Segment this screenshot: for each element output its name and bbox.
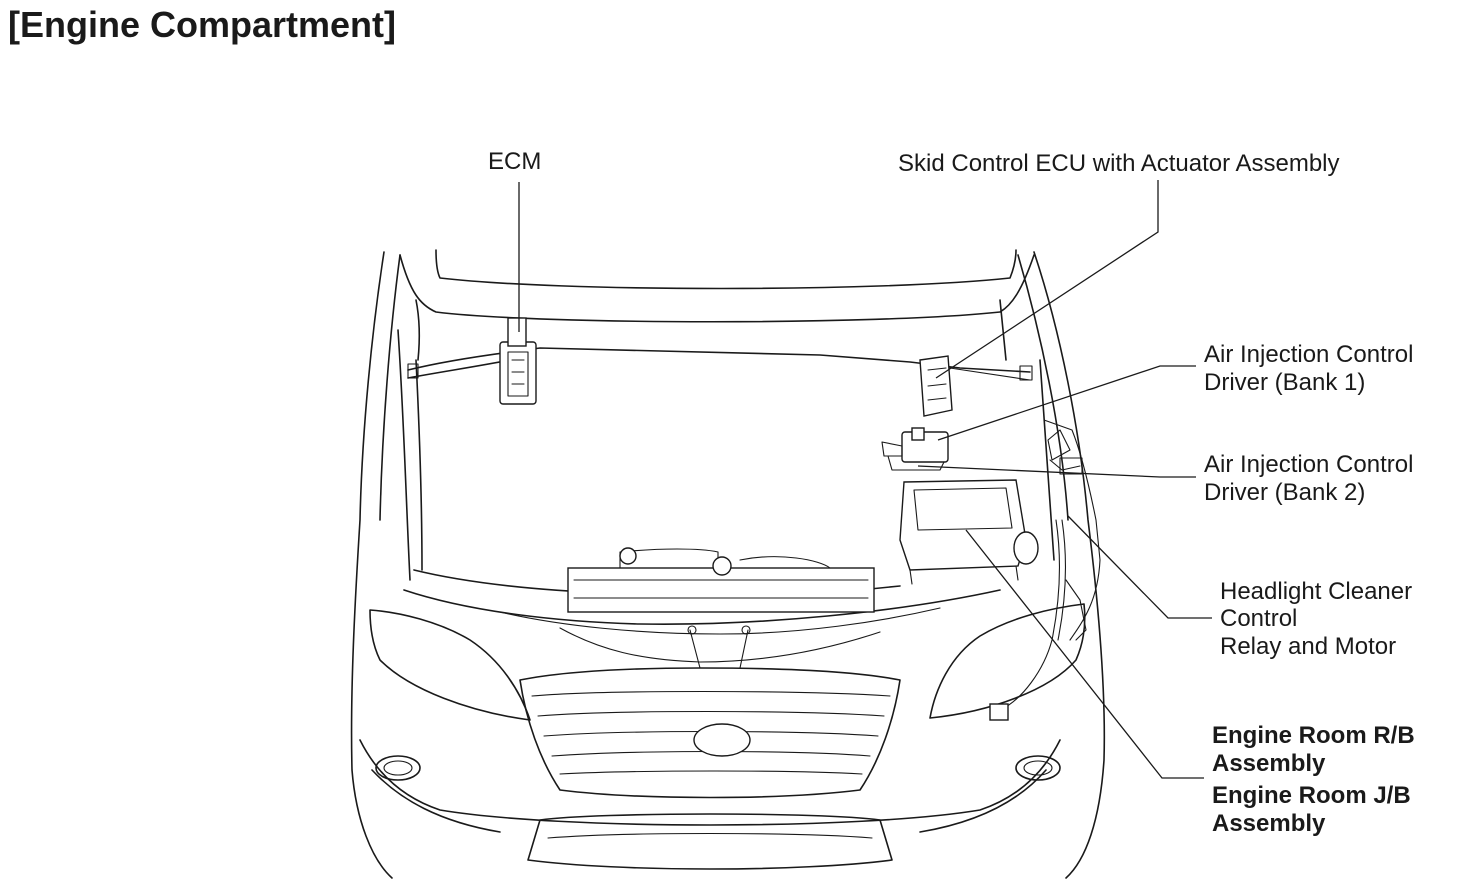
engine-room-rb-label-line1: Engine Room R/B	[1212, 722, 1415, 749]
air-injection-bank2-leader	[917, 465, 1196, 478]
vehicle-outline	[350, 249, 1106, 879]
ecm-label: ECM	[488, 148, 542, 175]
headlight-cleaner-leader	[1067, 515, 1212, 619]
skid-control-ecu-label: Skid Control ECU with Actuator Assembly	[898, 150, 1340, 177]
headlight-cleaner-label-line1: Headlight Cleaner	[1220, 578, 1413, 605]
headlight-cleaner-label-line3: Relay and Motor	[1220, 633, 1397, 660]
leader-lines	[518, 180, 1212, 779]
air-injection-bank1-label-line1: Air Injection Control	[1204, 341, 1414, 368]
headlight-cleaner-label-line2: Control	[1220, 605, 1298, 632]
engine-room-rb-label-line2: Assembly	[1212, 750, 1326, 777]
engine-room-jb-label-line2: Assembly	[1212, 810, 1326, 837]
engine-room-jb-label-line1: Engine Room J/B	[1212, 782, 1411, 809]
skid-control-leader	[935, 180, 1159, 379]
engine-room-rb-jb-leader	[965, 529, 1204, 779]
air-injection-bank1-leader	[937, 365, 1196, 441]
engine-bay-components	[499, 317, 1101, 721]
page-title: [Engine Compartment]	[8, 4, 397, 45]
air-injection-bank2-label-line1: Air Injection Control	[1204, 451, 1414, 478]
air-injection-bank1-label-line2: Driver (Bank 1)	[1204, 369, 1366, 396]
air-injection-bank2-label-line2: Driver (Bank 2)	[1204, 479, 1366, 506]
